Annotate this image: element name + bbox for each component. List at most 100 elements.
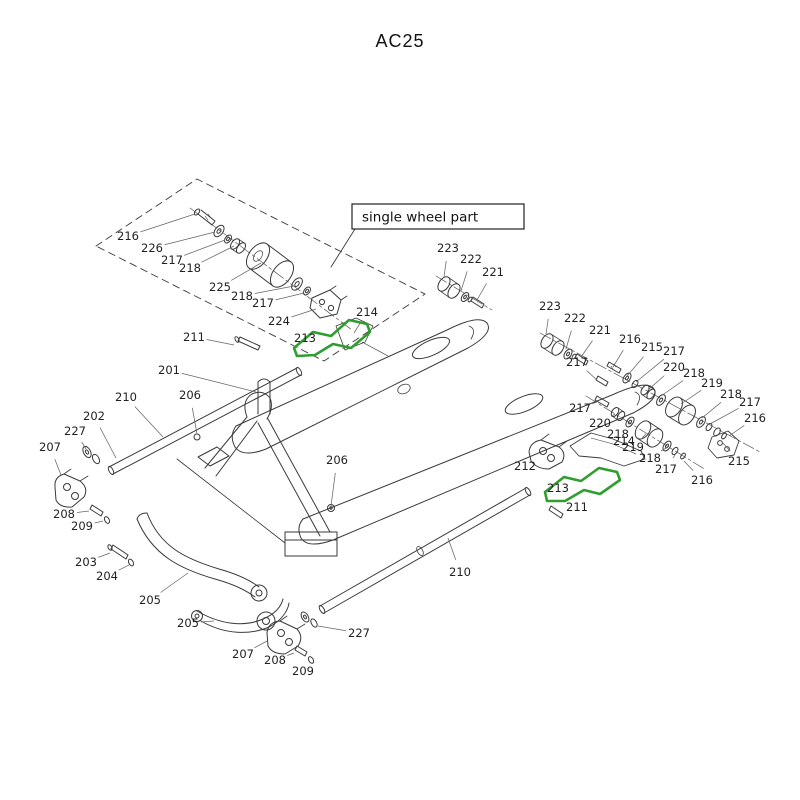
part-label-226: 226 [141,241,163,255]
part-label-212: 212 [514,459,536,473]
part-label-206: 206 [326,453,348,467]
lever-214-right [569,432,646,467]
leader-line [317,625,347,632]
part-label-205: 205 [139,593,161,607]
leader-line [275,292,305,301]
bracket-224 [309,289,342,319]
leader-line [201,245,235,263]
pin-216-right [606,361,622,374]
rod-202-210 [108,367,302,475]
upper-fork-hole [411,336,451,360]
part-label-202: 202 [83,409,105,423]
leader-line [728,425,745,437]
lever-205-a [136,518,256,598]
roller-subassembly-middle [437,276,485,309]
part-label-223: 223 [539,299,561,313]
part-label-218: 218 [720,387,742,401]
leader-line [545,318,549,335]
leader-line [54,458,62,476]
lower-fork-hole [504,393,544,415]
part-label-204: 204 [96,569,118,583]
pump-body [244,391,272,420]
part-label-219: 219 [622,440,644,454]
part-label-213: 213 [294,331,316,345]
part-label-203: 203 [75,555,97,569]
bolt-203 [110,544,129,560]
leader-line [626,356,644,377]
leader-line [721,441,731,452]
part-label-217: 217 [566,355,588,369]
part-label-213: 213 [547,481,569,495]
leader-line [287,652,295,656]
part-label-216: 216 [117,229,139,243]
part-label-209: 209 [292,664,314,678]
bracket-207-bottom [266,620,302,655]
leader-line [191,407,198,435]
leader-line [476,283,487,301]
bolt-211-left [237,336,261,351]
part-label-215: 215 [728,454,750,468]
part-label-217: 217 [161,253,183,267]
leader-line [330,472,336,507]
part-label-217: 217 [655,462,677,476]
pin-217-right [595,375,609,387]
part-label-218: 218 [639,451,661,465]
part-label-207: 207 [232,647,254,661]
bracket-207-left [54,473,87,508]
leader-line [164,231,216,246]
leader-line [81,441,87,450]
part-label-207: 207 [39,440,61,454]
end-bracket-right [707,430,740,459]
leader-line [586,370,598,381]
main-frame [176,319,656,557]
leader-line [200,620,215,623]
diagram-lineart [54,178,761,664]
pin-208-left [89,504,104,517]
part-label-219: 219 [701,376,723,390]
leader-line [680,389,702,405]
part-label-206: 206 [179,388,201,402]
leader-line [140,213,196,233]
leader-line [254,640,268,649]
a-frame-left-leg [204,416,258,477]
part-label-216: 216 [619,332,641,346]
part-label-220: 220 [663,360,685,374]
pin-206-a [193,433,201,441]
part-label-216: 216 [744,411,766,425]
pin-208-bottom [294,645,308,657]
leader-line [610,413,616,417]
part-label-214: 214 [356,305,378,319]
part-label-217: 217 [739,395,761,409]
leader-line [447,537,457,560]
part-label-217: 217 [663,344,685,358]
leader-line [76,510,90,513]
exploded-assembly-top-left [193,208,389,357]
part-label-210: 210 [115,390,137,404]
callout-leader [330,228,356,268]
leader-line [565,330,572,350]
callout-box [351,203,525,230]
a-frame-right-leg [257,418,331,537]
part-label-223: 223 [437,241,459,255]
leader-line [134,406,164,438]
highlight-bracket-right-213 [543,466,622,503]
leader-line [160,572,189,593]
leader-line [291,308,317,318]
part-label-227: 227 [64,424,86,438]
part-label-211: 211 [566,500,588,514]
leader-line [635,358,665,383]
exploded-assembly-right [528,333,740,519]
part-label-221: 221 [482,265,504,279]
page-title: AC25 [375,31,424,51]
part-label-218: 218 [231,289,253,303]
clevis-212 [528,439,565,470]
leader-line [709,407,739,425]
part-label-225: 225 [209,280,231,294]
part-label-208: 208 [264,653,286,667]
rod-210-lower [319,487,531,614]
leader-line [701,402,722,419]
part-label-222: 222 [460,252,482,266]
part-label-217: 217 [569,401,591,415]
